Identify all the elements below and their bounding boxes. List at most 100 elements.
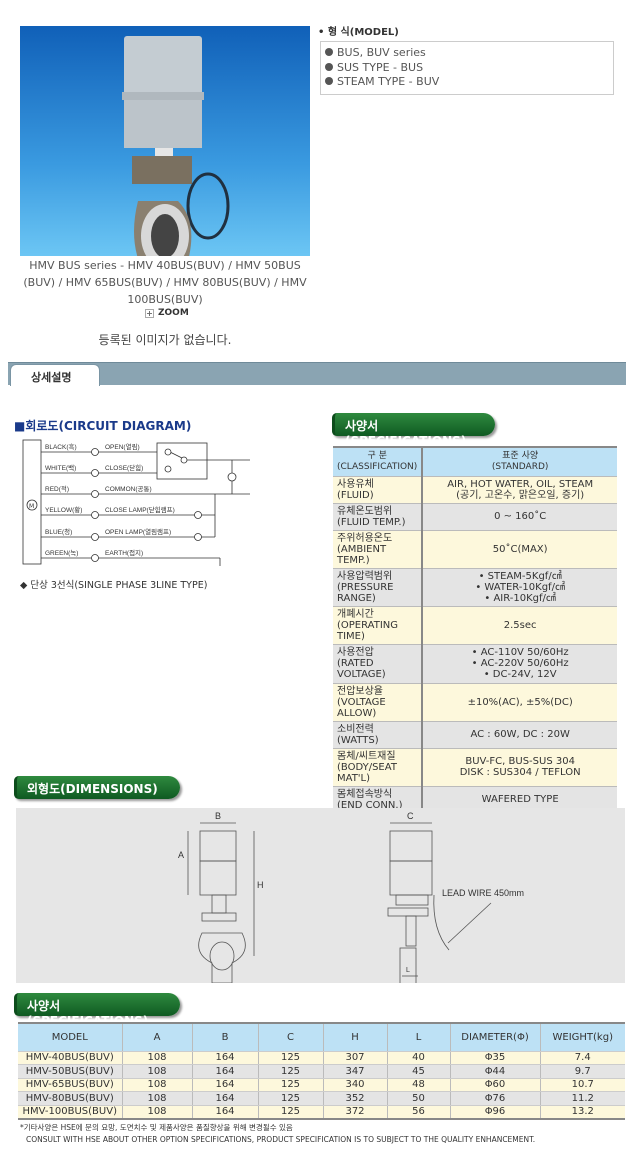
product-caption: HMV BUS series - HMV 40BUS(BUV) / HMV 50… bbox=[23, 259, 307, 306]
wire-function: EARTH(접지) bbox=[105, 548, 143, 557]
spec-badge: 사양서(SPECIFICATIONS) bbox=[332, 413, 495, 448]
table-cell: 48 bbox=[387, 1078, 451, 1092]
column-header: C bbox=[258, 1022, 324, 1052]
dim-label-b: B bbox=[215, 811, 221, 821]
spec-value: BUV-FC, BUS-SUS 304 DISK : SUS304 / TEFL… bbox=[422, 748, 617, 787]
spec-value: AC : 60W, DC : 20W bbox=[422, 721, 617, 749]
table-cell: 56 bbox=[387, 1105, 451, 1119]
table-cell: 340 bbox=[323, 1078, 388, 1092]
circuit-diagram: M BLACK(흑)OPEN(열림) WHITE(백)CLOSE(닫힘) RED… bbox=[22, 439, 250, 566]
spec-label: 유체온도범위 (FLUID TEMP.) bbox=[333, 503, 424, 531]
spec-label: 구 분 (CLASSIFICATION) bbox=[333, 446, 424, 477]
dim-label-l: L bbox=[406, 967, 410, 974]
wire-function: OPEN(열림) bbox=[105, 443, 140, 451]
table-cell: 125 bbox=[258, 1078, 324, 1092]
spec-header-row: 구 분 (CLASSIFICATION)표준 사양 (STANDARD) bbox=[333, 446, 617, 477]
column-header: H bbox=[323, 1022, 388, 1052]
spec-label: 전압보상율 (VOLTAGE ALLOW) bbox=[333, 683, 424, 722]
wire-color: GREEN(녹) bbox=[45, 549, 78, 557]
table-cell: Φ35 bbox=[450, 1051, 541, 1065]
spec-value: 50˚C(MAX) bbox=[422, 530, 617, 569]
table-cell: 50 bbox=[387, 1091, 451, 1106]
table-cell: 352 bbox=[323, 1091, 388, 1106]
table-cell: 125 bbox=[258, 1051, 324, 1065]
table-cell: 108 bbox=[122, 1091, 193, 1106]
column-header: L bbox=[387, 1022, 451, 1052]
table-cell: HMV-40BUS(BUV) bbox=[18, 1051, 123, 1065]
model-list: BUS, BUV series SUS TYPE - BUS STEAM TYP… bbox=[320, 41, 614, 95]
dimensions-badge: 외형도(DIMENSIONS) bbox=[14, 776, 180, 799]
table-cell: 108 bbox=[122, 1078, 193, 1092]
tab-detail[interactable]: 상세설명 bbox=[10, 364, 100, 386]
spec-value: 0 ~ 160˚C bbox=[422, 503, 617, 531]
footnote-english: CONSULT WITH HSE ABOUT OTHER OPTION SPEC… bbox=[26, 1135, 536, 1144]
spec-row: 사용전압 (RATED VOLTAGE)• AC-110V 50/60Hz • … bbox=[333, 644, 617, 684]
model-item: BUS, BUV series bbox=[325, 46, 609, 61]
spec-row: 전압보상율 (VOLTAGE ALLOW)±10%(AC), ±5%(DC) bbox=[333, 683, 617, 722]
table-cell: HMV-65BUS(BUV) bbox=[18, 1078, 123, 1092]
table-cell: 164 bbox=[192, 1051, 259, 1065]
spec-row: 유체온도범위 (FLUID TEMP.)0 ~ 160˚C bbox=[333, 503, 617, 531]
table-cell: 40 bbox=[387, 1051, 451, 1065]
dim-label-a: A bbox=[178, 850, 184, 860]
no-image-message: 등록된 이미지가 없습니다. bbox=[98, 333, 232, 347]
wire-function: CLOSE(닫힘) bbox=[105, 463, 143, 472]
wire-color: WHITE(백) bbox=[45, 463, 76, 472]
spec-label: 사용압력범위 (PRESSURE RANGE) bbox=[333, 568, 424, 607]
column-header: B bbox=[192, 1022, 259, 1052]
spec-label: 사용전압 (RATED VOLTAGE) bbox=[333, 644, 424, 684]
table-cell: HMV-50BUS(BUV) bbox=[18, 1064, 123, 1079]
table-cell: 108 bbox=[122, 1105, 193, 1119]
bullet-icon bbox=[325, 77, 333, 85]
column-header: MODEL bbox=[18, 1022, 123, 1052]
spec-row: 사용압력범위 (PRESSURE RANGE)• STEAM-5Kgf/㎠ • … bbox=[333, 568, 617, 607]
spec-label: 사용유체 (FLUID) bbox=[333, 476, 424, 504]
column-header: A bbox=[122, 1022, 193, 1052]
model-label: • 형 식(MODEL) bbox=[318, 27, 399, 38]
column-header: WEIGHT(kg) bbox=[540, 1022, 625, 1052]
product-image[interactable] bbox=[20, 26, 310, 256]
dim-label-c: C bbox=[407, 811, 414, 821]
table-cell: Φ44 bbox=[450, 1064, 541, 1079]
circuit-title: ■회로도(CIRCUIT DIAGRAM) bbox=[14, 419, 192, 433]
table-cell: 125 bbox=[258, 1091, 324, 1106]
spec-value: • AC-110V 50/60Hz • AC-220V 50/60Hz • DC… bbox=[422, 644, 617, 684]
table-cell: Φ76 bbox=[450, 1091, 541, 1106]
table-cell: 372 bbox=[323, 1105, 388, 1119]
spec-value: AIR, HOT WATER, OIL, STEAM (공기, 고온수, 맑은오… bbox=[422, 476, 617, 504]
zoom-label: ZOOM bbox=[158, 308, 189, 318]
column-header: DIAMETER(Φ) bbox=[450, 1022, 541, 1052]
bullet-icon bbox=[325, 62, 333, 71]
dimensions-drawing: B A H C L LEAD WIRE 450mm bbox=[16, 808, 625, 1004]
spec-row: 주위허용온도 (AMBIENT TEMP.)50˚C(MAX) bbox=[333, 530, 617, 569]
valve-photo bbox=[122, 36, 230, 256]
circuit-note: ◆ 단상 3선식(SINGLE PHASE 3LINE TYPE) bbox=[20, 580, 208, 591]
table-cell: Φ60 bbox=[450, 1078, 541, 1092]
zoom-button[interactable]: + ZOOM bbox=[145, 308, 189, 318]
plus-icon: + bbox=[145, 308, 154, 318]
wire-function: CLOSE LAMP(닫힘램프) bbox=[105, 505, 175, 514]
table-cell: 164 bbox=[192, 1105, 259, 1119]
spec-label: 몸체/씨트재질 (BODY/SEAT MAT'L) bbox=[333, 748, 424, 787]
wire-color: BLACK(흑) bbox=[45, 442, 77, 451]
table-cell: 11.2 bbox=[540, 1091, 625, 1106]
footnote-korean: *기타사양은 HSE에 문의 요망, 도면치수 및 제품사양은 품질향상을 위해… bbox=[20, 1123, 293, 1132]
bullet-icon bbox=[325, 48, 333, 56]
spec-row: 몸체/씨트재질 (BODY/SEAT MAT'L)BUV-FC, BUS-SUS… bbox=[333, 748, 617, 787]
table-cell: Φ96 bbox=[450, 1105, 541, 1119]
wire-color: YELLOW(황) bbox=[45, 505, 82, 514]
table-cell: 10.7 bbox=[540, 1078, 625, 1092]
table-cell: 125 bbox=[258, 1064, 324, 1079]
table-cell: 9.7 bbox=[540, 1064, 625, 1079]
spec-value: ±10%(AC), ±5%(DC) bbox=[422, 683, 617, 722]
table-cell: 125 bbox=[258, 1105, 324, 1119]
table-cell: 164 bbox=[192, 1064, 259, 1079]
wire-function: COMMON(공통) bbox=[105, 485, 152, 493]
motor-label: M bbox=[29, 503, 34, 510]
table-cell: 108 bbox=[122, 1051, 193, 1065]
